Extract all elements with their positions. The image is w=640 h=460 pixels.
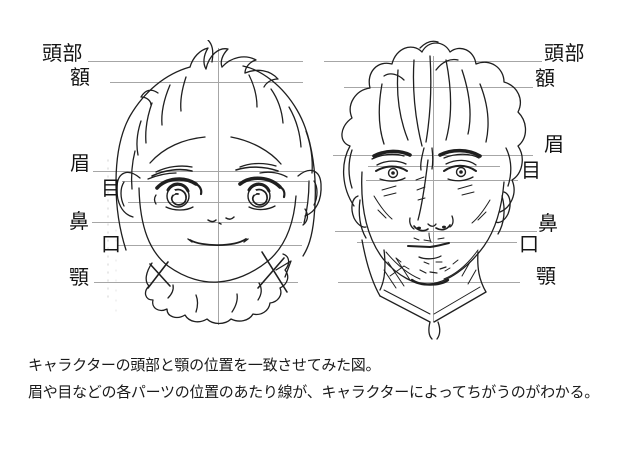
label-head-top-right: 頭部 [544,43,585,65]
guide-nose-line-left [92,222,302,223]
guide-center-line-right [433,56,434,322]
label-brow-right: 眉 [544,134,565,156]
guide-center-line-left [218,48,219,325]
caption: キャラクターの頭部と顎の位置を一致させてみた図。 眉や目などの各パーツの位置のあ… [28,352,628,406]
label-mouth-left: 口 [101,234,122,256]
guide-eye-top-line-right [368,166,500,167]
guide-forehead-line-left [110,82,303,83]
label-chin-left: 顎 [69,267,90,289]
label-mouth-right: 口 [519,234,540,256]
guide-eye-bottom-line-right [366,180,518,181]
label-nose-right: 鼻 [538,213,559,235]
label-chin-right: 顎 [536,266,557,288]
label-eye-left: 目 [101,178,122,200]
label-forehead-right: 額 [535,68,556,90]
caption-line-1: キャラクターの頭部と顎の位置を一致させてみた図。 [28,357,381,374]
guide-chin-line-left [94,282,298,283]
guide-eye-top-line-left [122,181,308,182]
label-eye-right: 目 [521,160,542,182]
label-nose-left: 鼻 [69,211,90,233]
label-head-top-left: 頭部 [42,43,83,65]
caption-line-2: 眉や目などの各パーツの位置のあたり線が、キャラクターによってちがうのがわかる。 [28,384,599,401]
guide-mouth-line-right [357,242,517,243]
guide-chin-line-right [338,282,520,283]
guide-head-top-line-left [88,61,303,62]
guide-forehead-line-right [344,87,533,88]
man-face-sketch [341,40,527,340]
label-forehead-left: 額 [70,67,91,89]
guide-nose-line-right [335,231,537,232]
label-brow-left: 眉 [70,153,91,175]
child-face-sketch [107,40,322,325]
guide-brow-line-left [93,171,306,172]
